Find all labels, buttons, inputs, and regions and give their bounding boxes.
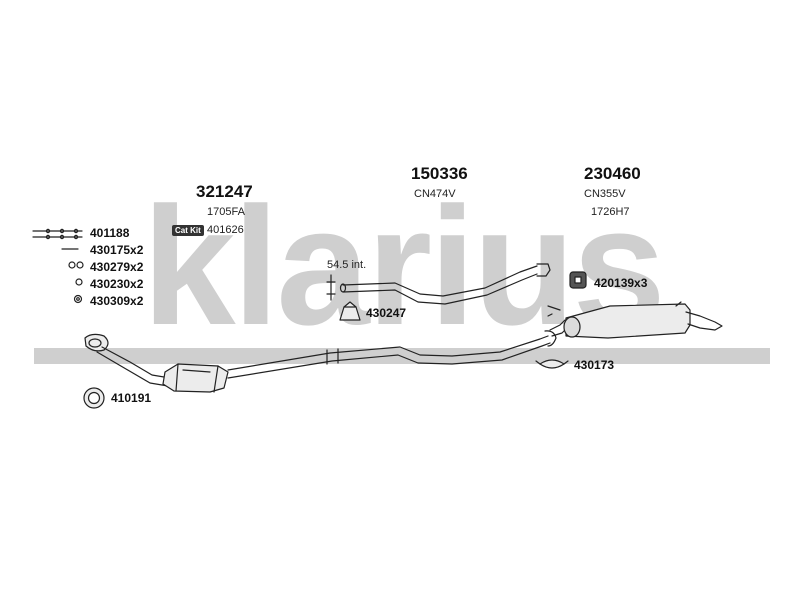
rear-silencer-ref: CN355V [584,188,626,200]
front-pipe [96,346,171,387]
washer-icon [73,294,83,304]
clamp-icon [339,301,361,321]
catkit-badge: Cat Kit [172,225,204,236]
rubber-mount-label: 420139x3 [594,276,648,290]
rear-silencer-part-number: 230460 [584,164,641,183]
rear-clamp-label: 430173 [574,358,615,372]
fitting-label-3: 430279x2 [90,260,144,274]
gasket-ring-icon [83,387,105,409]
catalytic-converter [162,363,229,393]
middle-pipe-part-number: 150336 [411,164,468,183]
fitting-label-5: 430309x2 [90,294,144,308]
length-marker [326,274,336,301]
cut-length-note: 54.5 int. [327,259,367,271]
spring-icon [68,261,84,269]
fitting-label-2: 430175x2 [90,243,144,257]
fitting-label-1: 401188 [90,226,130,240]
clamp-label: 430247 [366,306,407,320]
bolt-icon [32,228,83,240]
rubber-mount-icon [569,271,587,289]
middle-pipe-ref: CN474V [414,188,456,200]
rear-clamp-icon [535,359,569,369]
gasket-label: 410191 [111,391,152,405]
converter-ref: 1705FA [207,206,245,218]
catkit-number: 401626 [207,224,244,236]
converter-part-number: 321247 [196,182,253,201]
intermediate-pipe [227,330,557,379]
rear-silencer [547,301,723,339]
rear-silencer-ref2: 1726H7 [591,206,630,218]
fitting-label-4: 430230x2 [90,277,144,291]
middle-pipe [339,263,551,305]
nut-icon [75,278,83,286]
